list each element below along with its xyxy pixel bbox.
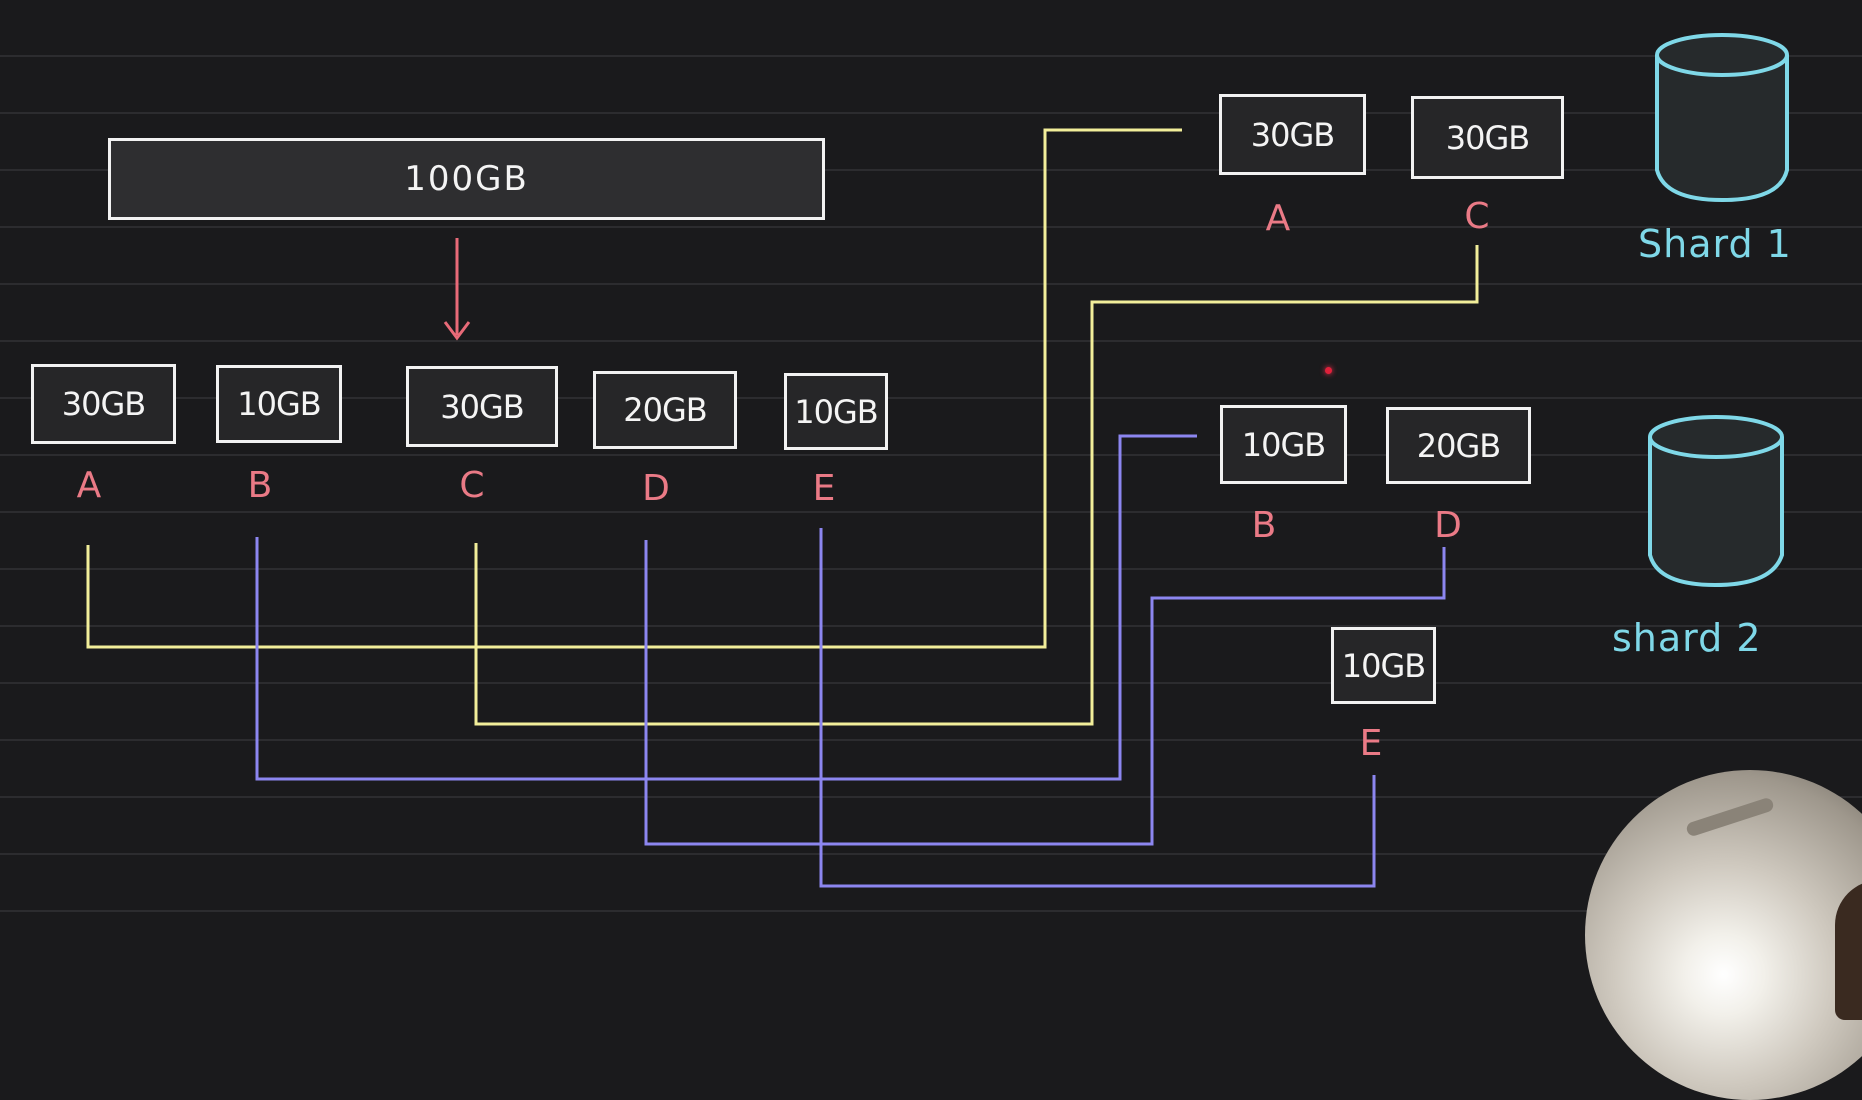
shard2-chunk-d-letter: D — [1434, 505, 1462, 546]
split-arrow-head — [443, 321, 471, 341]
shard2-chunk-b-box: 10GB — [1220, 405, 1347, 484]
presenter — [1835, 880, 1862, 1020]
leftover-chunk-e-size: 10GB — [1341, 646, 1426, 685]
laser-pointer-dot — [1325, 367, 1332, 374]
chunk-b-box: 10GB — [216, 365, 342, 443]
shard2-label: shard 2 — [1612, 616, 1762, 660]
chunk-b-letter: B — [247, 465, 273, 506]
shard2-chunk-b-size: 10GB — [1241, 425, 1326, 464]
shard2-chunk-d-box: 20GB — [1386, 407, 1531, 484]
total-data-label: 100GB — [404, 159, 529, 199]
shard1-chunk-a-letter: A — [1265, 198, 1291, 239]
chunk-c-letter: C — [459, 465, 485, 506]
chunk-c-size: 30GB — [440, 387, 524, 426]
line-d-to-shard2 — [644, 540, 1446, 846]
line-c-to-shard1 — [474, 245, 1479, 726]
chunk-c-box: 30GB — [406, 366, 558, 447]
shard1-chunk-a-size: 30GB — [1250, 115, 1335, 154]
chunk-e-box: 10GB — [784, 373, 888, 450]
leftover-chunk-e-box: 10GB — [1331, 627, 1436, 704]
chunk-a-size: 30GB — [61, 385, 146, 423]
line-e-to-leftover — [819, 528, 1376, 888]
ceiling-fan — [1685, 796, 1775, 838]
shard2-database-cylinder-icon — [1648, 415, 1784, 588]
chunk-a-letter: A — [76, 465, 102, 506]
line-b-to-shard2 — [255, 434, 1197, 781]
total-data-box: 100GB — [108, 138, 825, 220]
chunk-e-letter: E — [812, 468, 836, 509]
shard1-chunk-a-box: 30GB — [1219, 94, 1366, 175]
leftover-chunk-e-letter: E — [1359, 723, 1383, 764]
shard1-database-cylinder-icon — [1655, 33, 1789, 203]
shard2-chunk-d-size: 20GB — [1416, 426, 1501, 465]
shard1-chunk-c-size: 30GB — [1445, 118, 1530, 157]
chunk-d-box: 20GB — [593, 371, 737, 449]
chunk-d-size: 20GB — [623, 391, 707, 429]
chunk-e-size: 10GB — [794, 392, 878, 431]
line-a-to-shard1 — [86, 128, 1182, 649]
chunk-a-box: 30GB — [31, 364, 176, 444]
connector-lines — [86, 33, 1789, 888]
shard1-label: Shard 1 — [1638, 222, 1792, 266]
shard1-chunk-c-box: 30GB — [1411, 96, 1564, 179]
shard1-chunk-c-letter: C — [1464, 196, 1490, 237]
chunk-b-size: 10GB — [237, 385, 321, 423]
shard2-chunk-b-letter: B — [1251, 505, 1277, 546]
chunk-d-letter: D — [642, 468, 670, 509]
